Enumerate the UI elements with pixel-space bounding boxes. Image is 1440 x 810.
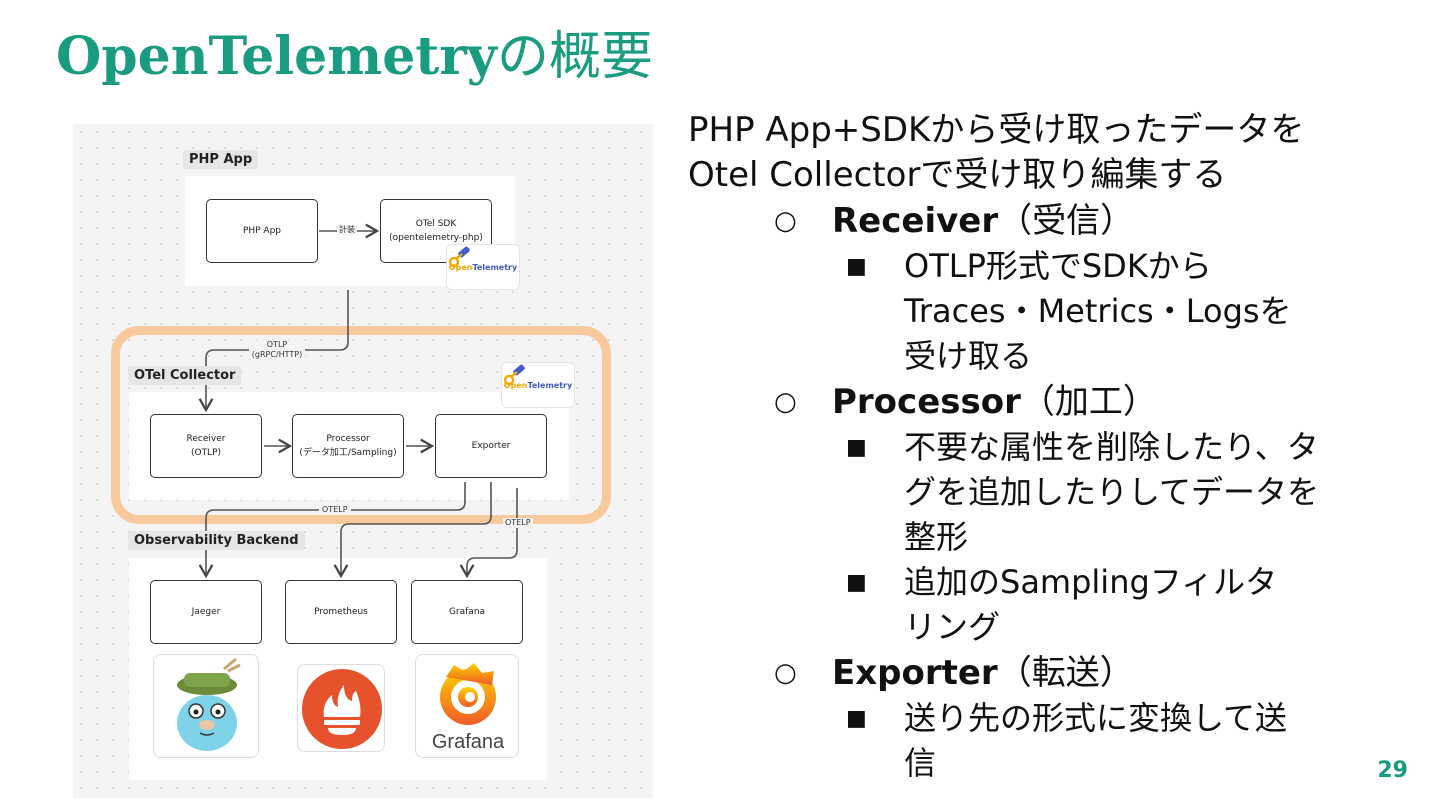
- slide-title: OpenTelemetryの概要: [56, 14, 653, 89]
- edge-label-otlp-line1: OTLP: [266, 340, 288, 349]
- circle-bullet-icon: ○: [774, 206, 797, 236]
- otel-logo-sdk-telemetry: Telemetry: [472, 263, 518, 272]
- node-otel-sdk-line2: (opentelemetry-php): [389, 233, 483, 243]
- node-jaeger-label: Jaeger: [191, 607, 221, 617]
- group-label-otel-collector: OTel Collector: [128, 366, 242, 385]
- intro-line-1: PHP App+SDKから受け取ったデータを: [688, 110, 1305, 150]
- section-exporter-name: Exporter: [832, 653, 998, 693]
- section-exporter-paren: （転送）: [997, 653, 1134, 693]
- otel-logo-collector: OpenTelemetry: [501, 362, 575, 408]
- node-jaeger: Jaeger: [150, 580, 262, 644]
- edge-label-otlp: OTLP (gRPC/HTTP): [249, 340, 305, 360]
- edge-exporter-to-jaeger: [198, 482, 466, 579]
- edge-label-otelp-1: OTELP: [319, 505, 351, 515]
- edge-exporter-to-prometheus: [333, 482, 492, 579]
- group-label-backend: Observability Backend: [128, 531, 305, 550]
- processor-item-2-line-2: リング: [904, 608, 1001, 646]
- node-grafana-label: Grafana: [448, 607, 486, 617]
- square-bullet-icon: ■: [846, 570, 867, 595]
- grafana-logo: Grafana: [415, 654, 519, 758]
- intro-text: PHP App+SDKから受け取ったデータを Otel Collectorで受け…: [688, 108, 1368, 198]
- receiver-item-1: ■ OTLP形式でSDKから Traces・Metrics・Logsを 受け取る: [688, 244, 1368, 379]
- processor-item-1: ■ 不要な属性を削除したり、タ グを追加したりしてデータを 整形: [688, 425, 1368, 560]
- node-receiver-line1: Receiver: [186, 434, 226, 444]
- exporter-item-1-line-2: 信: [904, 744, 937, 782]
- slide-title-latin: OpenTelemetry: [56, 26, 497, 87]
- node-php-app: PHP App: [206, 199, 318, 263]
- exporter-item-1-line-1: 送り先の形式に変換して送: [904, 699, 1288, 737]
- group-label-php-app: PHP App: [183, 150, 259, 169]
- prometheus-logo: [297, 664, 385, 752]
- processor-item-1-line-2: グを追加したりしてデータを: [904, 473, 1320, 511]
- receiver-item-1-line-2: Traces・Metrics・Logsを: [904, 292, 1292, 330]
- otel-telescope-icon: [448, 246, 470, 268]
- square-bullet-icon: ■: [846, 435, 867, 460]
- section-processor-paren: （加工）: [1020, 382, 1157, 422]
- section-receiver: ○ Receiver（受信）: [688, 198, 1368, 244]
- otel-logo-collector-open: Open: [503, 381, 528, 390]
- intro-line-2: Otel Collectorで受け取り編集する: [688, 155, 1227, 195]
- receiver-item-1-line-3: 受け取る: [904, 337, 1033, 375]
- processor-item-2-line-1: 追加のSamplingフィルタ: [904, 563, 1278, 601]
- node-processor: Processor (データ加工/Sampling): [292, 414, 404, 478]
- slide-content: PHP App+SDKから受け取ったデータを Otel Collectorで受け…: [688, 108, 1368, 786]
- node-receiver-line2: (OTLP): [190, 448, 222, 458]
- section-exporter: ○ Exporter（転送）: [688, 650, 1368, 696]
- otel-telescope-icon: [503, 364, 525, 386]
- node-otel-sdk-line1: OTel SDK: [415, 219, 457, 229]
- section-receiver-name: Receiver: [832, 201, 999, 241]
- grafana-swirl-icon: [440, 663, 496, 725]
- circle-bullet-icon: ○: [774, 658, 797, 688]
- otel-logo-collector-telemetry: Telemetry: [527, 381, 573, 390]
- square-bullet-icon: ■: [846, 706, 867, 731]
- jaeger-logo: [153, 654, 259, 758]
- processor-item-2: ■ 追加のSamplingフィルタ リング: [688, 560, 1368, 650]
- jaeger-gopher-icon: [177, 657, 241, 751]
- collector-highlight-frame: [111, 326, 611, 524]
- processor-item-1-line-3: 整形: [904, 518, 969, 556]
- node-php-app-label: PHP App: [242, 226, 282, 236]
- receiver-item-1-line-1: OTLP形式でSDKから: [904, 247, 1212, 285]
- section-processor: ○ Processor（加工）: [688, 379, 1368, 425]
- circle-bullet-icon: ○: [774, 387, 797, 417]
- node-processor-line1: Processor: [326, 434, 370, 444]
- processor-item-1-line-1: 不要な属性を削除したり、タ: [904, 428, 1319, 466]
- node-grafana: Grafana: [411, 580, 523, 644]
- otel-logo-sdk-open: Open: [448, 263, 473, 272]
- edge-exporter-to-grafana: [459, 488, 518, 579]
- node-exporter: Exporter: [435, 414, 547, 478]
- node-receiver: Receiver (OTLP): [150, 414, 262, 478]
- section-receiver-paren: （受信）: [998, 201, 1135, 241]
- edge-label-instrument: 計装: [337, 225, 357, 235]
- otel-logo-sdk: OpenTelemetry: [446, 244, 520, 290]
- slide-title-jp: の概要: [496, 27, 653, 87]
- section-processor-name: Processor: [832, 382, 1021, 422]
- grafana-wordmark: Grafana: [431, 731, 505, 753]
- prometheus-flame-icon: [302, 669, 382, 749]
- node-processor-line2: (データ加工/Sampling): [299, 448, 397, 458]
- node-exporter-label: Exporter: [471, 441, 511, 451]
- architecture-diagram: PHP App OTel Collector Observability Bac…: [73, 124, 653, 798]
- node-prometheus: Prometheus: [285, 580, 397, 644]
- node-prometheus-label: Prometheus: [314, 607, 368, 617]
- square-bullet-icon: ■: [846, 254, 867, 279]
- exporter-item-1: ■ 送り先の形式に変換して送 信: [688, 696, 1368, 786]
- edge-label-otlp-line2: (gRPC/HTTP): [251, 350, 303, 359]
- page-number: 29: [1377, 758, 1408, 783]
- edge-label-otelp-2: OTELP: [503, 518, 533, 528]
